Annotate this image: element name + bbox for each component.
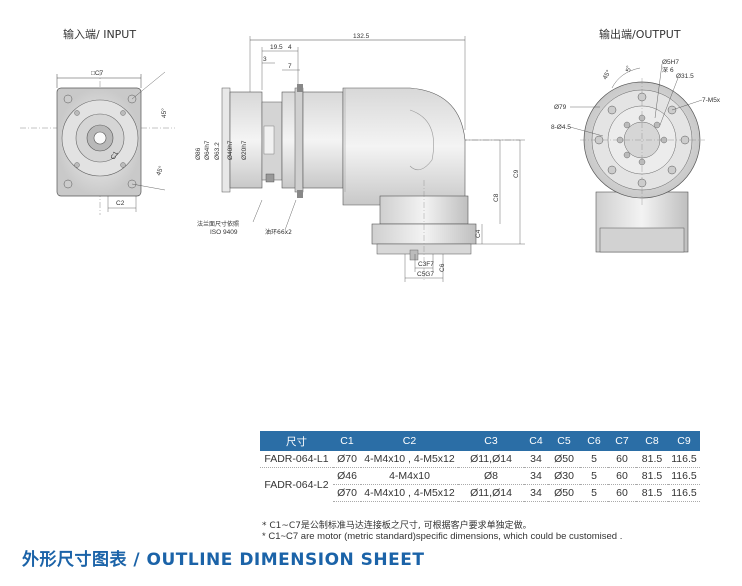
oil-ring-note: 油环66x2 <box>265 228 292 236</box>
out-d31-5: Ø31.5 <box>676 73 694 80</box>
out-5deg: 5° <box>624 64 633 72</box>
note-cn: * C1~C7是公制标准马达连接板之尺寸, 可根据客户要求单独定做。 <box>262 521 532 531</box>
cell-c5: Ø30 <box>548 467 580 485</box>
out-depth: 深 6 <box>662 66 674 74</box>
header-c1: C1 <box>333 431 361 451</box>
out-45: 45° <box>601 68 613 81</box>
input-45-top: 45° <box>160 108 168 118</box>
cell-c7: 60 <box>608 467 636 485</box>
output-view-label: 输出端/OUTPUT <box>599 28 681 41</box>
flange-note-iso: ISO 9409 <box>210 229 238 236</box>
dim-4: 4 <box>288 44 292 51</box>
input-c2-label: C2 <box>116 200 125 207</box>
output-view: Ø5H7 深 6 Ø31.5 7-M5x Ø79 8-Ø4.5 45° 5° <box>551 59 721 253</box>
cell-c5: Ø50 <box>548 451 580 468</box>
header-c3: C3 <box>458 431 524 451</box>
dim-19-5: 19.5 <box>270 44 283 51</box>
header-size: 尺寸 <box>260 431 333 451</box>
cell-c1: Ø70 <box>333 451 361 468</box>
cell-c3: Ø11,Ø14 <box>458 484 524 502</box>
input-45-bottom: 45° <box>154 164 165 176</box>
dim-c3: C3F7 <box>418 261 434 268</box>
cell-c3: Ø8 <box>458 467 524 485</box>
cell-c7: 60 <box>608 484 636 502</box>
cell-c6: 5 <box>580 451 608 468</box>
input-view: □C7 45° 45° C1 C2 <box>20 70 175 215</box>
dim-d63-2: Ø63.2 <box>214 142 221 160</box>
table-row: Ø70 4-M4x10 , 4-M5x12 Ø11,Ø14 34 Ø50 5 6… <box>260 484 700 502</box>
header-c5: C5 <box>548 431 580 451</box>
cell-c9: 116.5 <box>668 484 700 502</box>
side-view: 132.5 19.5 4 3 7 Ø86 Ø64h7 Ø63.2 Ø40h7 Ø… <box>195 33 525 282</box>
cell-c2: 4-M4x10 , 4-M5x12 <box>361 451 458 468</box>
cell-c7: 60 <box>608 451 636 468</box>
header-c2: C2 <box>361 431 458 451</box>
cell-c1: Ø46 <box>333 467 361 485</box>
dim-c4: C4 <box>475 229 482 238</box>
dim-3: 3 <box>263 56 267 63</box>
input-c7-label: □C7 <box>91 70 104 77</box>
cell-model: FADR-064-L2 <box>264 478 329 491</box>
dim-d86: Ø86 <box>195 147 202 160</box>
cell-c2: 4-M4x10 <box>361 467 458 485</box>
header-c8: C8 <box>636 431 668 451</box>
dim-d40: Ø40h7 <box>227 140 234 160</box>
cell-c8: 81.5 <box>636 451 668 468</box>
cell-c4: 34 <box>524 484 548 502</box>
cell-c3: Ø11,Ø14 <box>458 451 524 468</box>
sheet-title: 外形尺寸图表 / OUTLINE DIMENSION SHEET <box>22 550 425 570</box>
cell-c6: 5 <box>580 467 608 485</box>
dim-d20: Ø20h7 <box>241 140 248 160</box>
cell-c4: 34 <box>524 451 548 468</box>
out-m5: 7-M5x <box>702 97 721 104</box>
note-en: * C1~C7 are motor (metric standard)speci… <box>262 531 623 542</box>
dim-c9: C9 <box>513 169 520 178</box>
dim-c6: C6 <box>439 263 446 272</box>
spec-table-header: 尺寸 C1 C2 C3 C4 C5 C6 C7 C8 C9 <box>260 431 700 451</box>
out-d79: Ø79 <box>554 104 567 111</box>
cell-c4: 34 <box>524 467 548 485</box>
cell-c9: 116.5 <box>668 451 700 468</box>
table-row: FADR-064-L1 Ø70 4-M4x10 , 4-M5x12 Ø11,Ø1… <box>260 451 700 468</box>
input-c1-label: C1 <box>110 150 120 161</box>
header-c9: C9 <box>668 431 700 451</box>
cell-c6: 5 <box>580 484 608 502</box>
out-holes: 8-Ø4.5 <box>551 124 571 131</box>
out-d5h7: Ø5H7 <box>662 59 679 66</box>
dim-c5: C5G7 <box>417 271 434 278</box>
technical-drawing: □C7 45° 45° C1 C2 132.5 <box>20 33 721 282</box>
dim-d64: Ø64h7 <box>204 140 211 160</box>
cell-c8: 81.5 <box>636 467 668 485</box>
flange-note-cn: 法兰面尺寸依照 <box>197 220 239 228</box>
dim-132-5: 132.5 <box>353 33 370 40</box>
dim-7: 7 <box>288 63 292 70</box>
header-c6: C6 <box>580 431 608 451</box>
input-view-label: 输入端/ INPUT <box>63 28 137 41</box>
header-c4: C4 <box>524 431 548 451</box>
dim-c8: C8 <box>493 193 500 202</box>
cell-model: FADR-064-L1 <box>260 451 333 468</box>
cell-c1: Ø70 <box>333 484 361 502</box>
spec-table: 尺寸 C1 C2 C3 C4 C5 C6 C7 C8 C9 FADR-064-L… <box>260 431 700 502</box>
cell-c2: 4-M4x10 , 4-M5x12 <box>361 484 458 502</box>
cell-c9: 116.5 <box>668 467 700 485</box>
cell-c5: Ø50 <box>548 484 580 502</box>
header-c7: C7 <box>608 431 636 451</box>
table-row: FADR-064-L2 Ø46 4-M4x10 Ø8 34 Ø30 5 60 8… <box>260 467 700 491</box>
cell-c8: 81.5 <box>636 484 668 502</box>
